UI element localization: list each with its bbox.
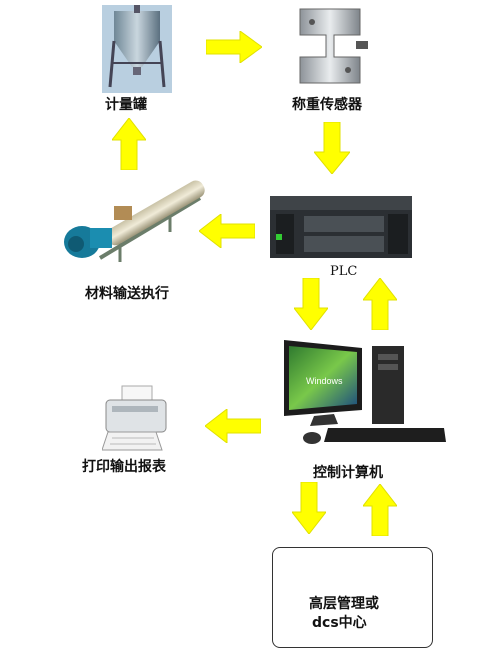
dcs-label-line1: 高层管理或 [309,596,379,612]
arrow-up-icon [112,118,146,170]
arrow-right-icon [206,31,262,63]
conveyor-label: 材料输送执行 [85,286,169,302]
arrow-down-icon [292,482,326,534]
load-cell-sensor-icon [299,8,368,84]
desktop-computer-icon: Windows [284,340,446,444]
arrow-up-icon [363,484,397,536]
plc-unit-icon [270,196,412,258]
arrow-up-icon [363,278,397,330]
load-cell-label: 称重传感器 [292,97,362,113]
dcs-center-box [272,547,433,648]
computer-label: 控制计算机 [313,465,383,481]
hopper-tank-icon [102,5,172,93]
arrow-left-icon [205,409,261,443]
dcs-label-line2: dcs中心 [312,615,367,631]
svg-text:Windows: Windows [306,376,343,386]
screw-conveyor-icon [64,180,205,262]
printer-label: 打印输出报表 [82,459,166,475]
plc-label: PLC [330,264,358,279]
arrow-down-icon [314,122,350,174]
arrow-left-icon [199,214,255,248]
printer-icon [102,385,167,451]
arrow-down-icon [294,278,328,330]
metering-tank-label: 计量罐 [105,97,147,113]
